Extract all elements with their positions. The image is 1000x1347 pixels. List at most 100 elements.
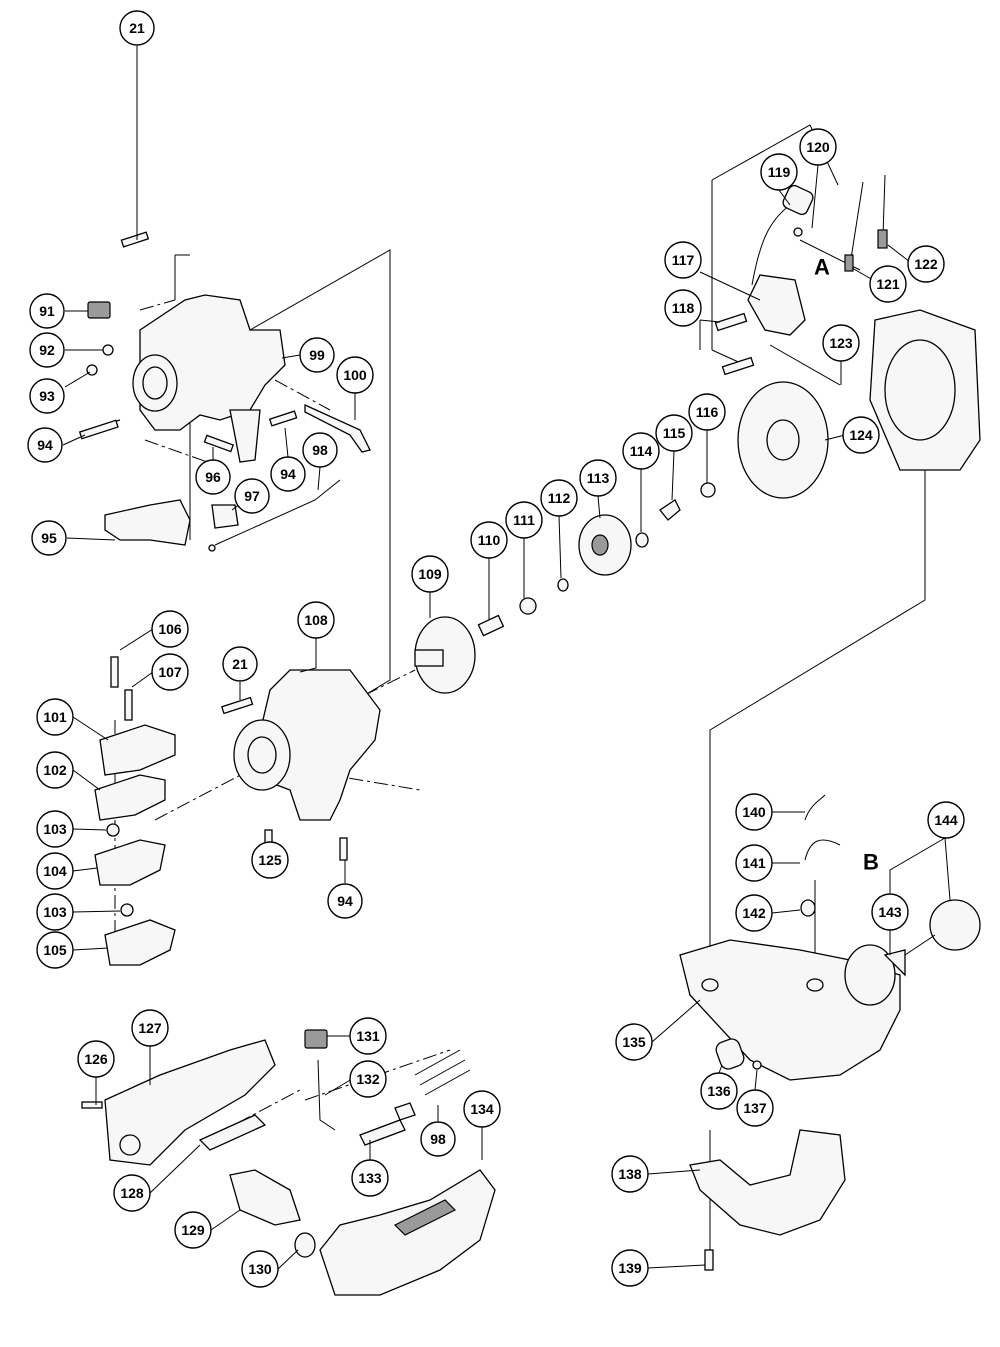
callout-label: 129 xyxy=(181,1222,205,1238)
callout-133: 133 xyxy=(351,1159,389,1197)
callout-103-lower: 103 xyxy=(36,893,74,931)
callout-label: 141 xyxy=(742,855,766,871)
callout-label: 113 xyxy=(587,470,610,486)
callout-label: 125 xyxy=(258,852,282,868)
callout-120: 120 xyxy=(799,128,837,166)
callout-label: 138 xyxy=(618,1166,642,1182)
ignition-assembly xyxy=(714,174,888,386)
callout-label: 91 xyxy=(39,303,55,319)
callout-label: 122 xyxy=(914,256,938,272)
callout-94-left: 94 xyxy=(27,427,63,463)
callout-label: 111 xyxy=(513,512,535,528)
callout-138: 138 xyxy=(611,1155,649,1193)
callout-label: 136 xyxy=(707,1083,731,1099)
callout-143: 143 xyxy=(871,893,909,931)
callout-label: 124 xyxy=(849,427,873,443)
callout-label: 133 xyxy=(358,1170,382,1186)
callout-label: 104 xyxy=(43,863,67,879)
reference-letter-b: B xyxy=(863,850,879,875)
callout-129: 129 xyxy=(174,1211,212,1249)
callout-label: 97 xyxy=(244,488,260,504)
callout-107: 107 xyxy=(151,653,189,691)
callout-98-lower: 98 xyxy=(420,1121,456,1157)
callout-109: 109 xyxy=(411,555,449,593)
callout-label: 121 xyxy=(876,276,900,292)
callout-label: 128 xyxy=(120,1185,144,1201)
callout-label: 98 xyxy=(430,1131,446,1147)
callout-label: 94 xyxy=(280,466,296,482)
callout-103-upper: 103 xyxy=(36,810,74,848)
callout-141: 141 xyxy=(735,844,773,882)
callout-131: 131 xyxy=(349,1017,387,1055)
callout-label: 143 xyxy=(878,904,902,920)
callout-label: 118 xyxy=(672,300,695,316)
callout-label: 108 xyxy=(304,612,328,628)
callout-label: 109 xyxy=(418,566,442,582)
callout-label: 112 xyxy=(548,490,571,506)
callout-118: 118 xyxy=(664,289,702,327)
callout-label: 21 xyxy=(129,20,145,36)
callout-label: 123 xyxy=(829,335,853,351)
clutch-assembly xyxy=(414,309,981,694)
callout-label: 116 xyxy=(696,404,719,420)
callout-124: 124 xyxy=(842,416,880,454)
callout-label: 94 xyxy=(37,437,53,453)
callout-102: 102 xyxy=(36,751,74,789)
callout-label: 96 xyxy=(205,469,221,485)
callout-label: 139 xyxy=(618,1260,642,1276)
callout-label: 110 xyxy=(478,532,501,548)
callout-99: 99 xyxy=(299,337,335,373)
fuel-tank-assembly xyxy=(679,794,981,1271)
callout-135: 135 xyxy=(615,1023,653,1061)
callout-128: 128 xyxy=(113,1174,151,1212)
callout-125: 125 xyxy=(251,841,289,879)
callouts: 21 91 92 93 94 95 96 97 98 94 99 100 106… xyxy=(27,10,965,1288)
callout-label: 130 xyxy=(248,1261,272,1277)
callout-100: 100 xyxy=(336,356,374,394)
lower-handle-assembly xyxy=(81,1029,496,1296)
reference-letter-a: A xyxy=(814,255,830,280)
callout-95: 95 xyxy=(31,520,67,556)
callout-label: 107 xyxy=(158,664,182,680)
callout-label: 101 xyxy=(43,709,67,725)
callout-134: 134 xyxy=(463,1090,501,1128)
callout-97: 97 xyxy=(234,478,270,514)
callout-label: 100 xyxy=(343,367,367,383)
callout-119: 119 xyxy=(760,153,798,191)
callout-label: 103 xyxy=(43,821,67,837)
callout-label: 93 xyxy=(39,388,55,404)
callout-label: 142 xyxy=(742,905,766,921)
callout-101: 101 xyxy=(36,698,74,736)
callout-label: 102 xyxy=(43,762,67,778)
callout-114: 114 xyxy=(622,432,660,470)
callout-label: 134 xyxy=(470,1101,494,1117)
callout-105: 105 xyxy=(36,931,74,969)
callout-label: 135 xyxy=(622,1034,646,1050)
callout-121: 121 xyxy=(869,265,907,303)
callout-21-upper: 21 xyxy=(119,10,155,46)
callout-label: 140 xyxy=(742,804,766,820)
callout-label: 126 xyxy=(84,1051,108,1067)
callout-96: 96 xyxy=(195,459,231,495)
callout-123: 123 xyxy=(822,324,860,362)
callout-111: 111 xyxy=(505,501,543,539)
callout-117: 117 xyxy=(664,241,702,279)
callout-112: 112 xyxy=(540,479,578,517)
middle-housing-assembly xyxy=(94,656,381,966)
callout-139: 139 xyxy=(611,1249,649,1287)
callout-94-mid: 94 xyxy=(270,456,306,492)
callout-127: 127 xyxy=(131,1009,169,1047)
callout-label: 92 xyxy=(39,342,55,358)
callout-label: 21 xyxy=(232,656,248,672)
callout-label: 114 xyxy=(630,443,653,459)
callout-106: 106 xyxy=(151,610,189,648)
callout-136: 136 xyxy=(700,1072,738,1110)
callout-label: 137 xyxy=(743,1100,767,1116)
callout-91: 91 xyxy=(29,293,65,329)
callout-132: 132 xyxy=(349,1060,387,1098)
callout-label: 132 xyxy=(356,1071,380,1087)
callout-label: 95 xyxy=(41,530,57,546)
callout-130: 130 xyxy=(241,1250,279,1288)
callout-label: 103 xyxy=(43,904,67,920)
